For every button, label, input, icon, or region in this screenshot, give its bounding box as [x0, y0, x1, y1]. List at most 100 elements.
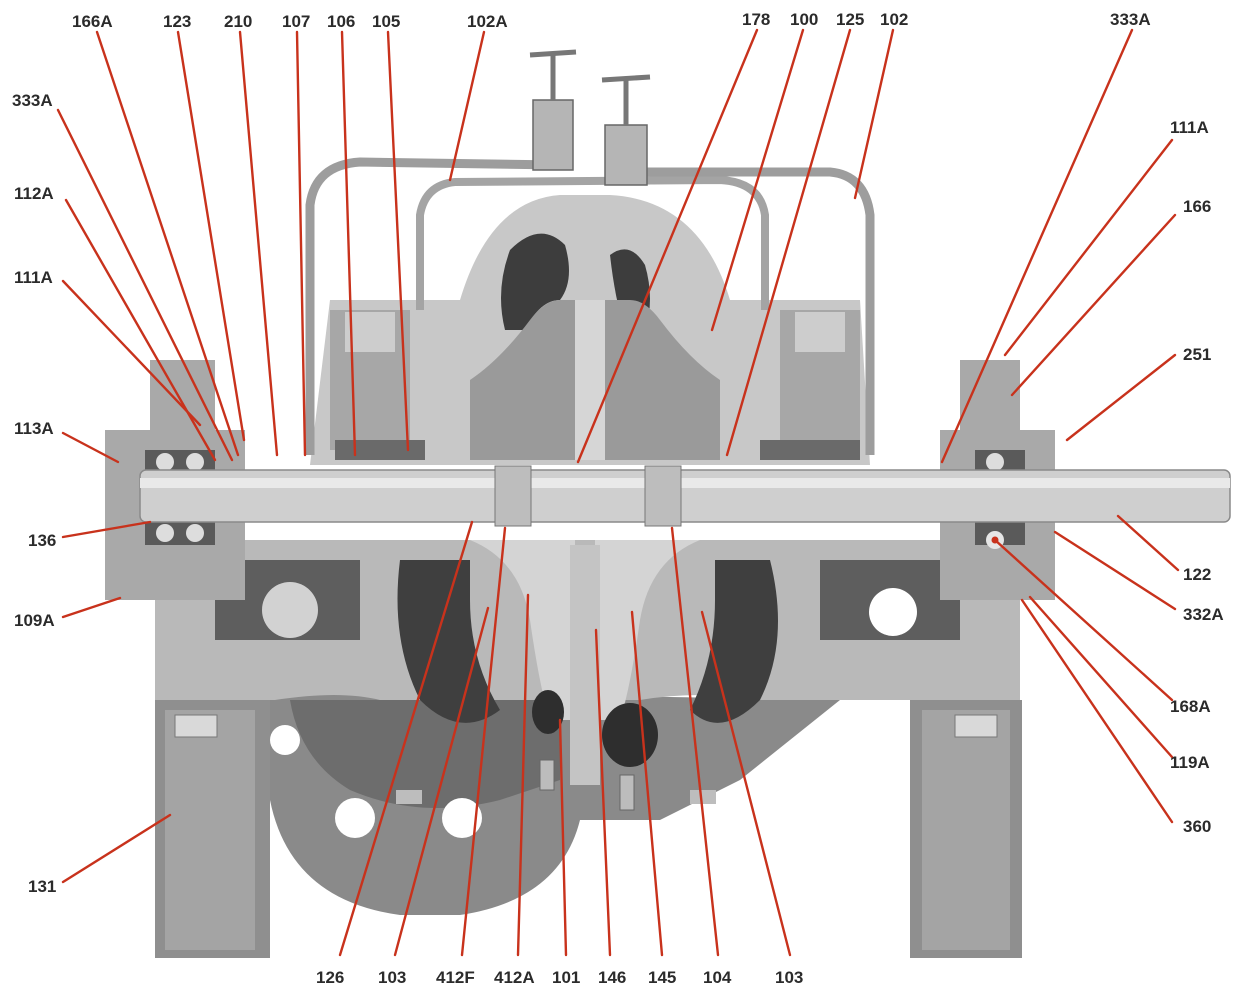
left-bearing-ball	[156, 524, 174, 542]
right-bearing-ball	[986, 453, 1004, 471]
label-122: 122	[1183, 565, 1211, 584]
leader-145	[630, 610, 664, 957]
vent-valve-handle	[601, 74, 651, 83]
label-107: 107	[282, 12, 310, 31]
label-100: 100	[790, 10, 818, 29]
label-166: 166	[1183, 197, 1211, 216]
label-101: 101	[552, 968, 580, 987]
label-119A: 119A	[1170, 753, 1210, 772]
leader-412A	[516, 593, 530, 957]
impeller-upper-left	[470, 300, 575, 460]
leader-107	[295, 30, 307, 457]
label-112A: 112A	[14, 184, 54, 203]
shaft	[139, 469, 1231, 523]
label-178: 178	[742, 10, 770, 29]
label-111A: 111A	[14, 268, 53, 287]
leader-125	[725, 28, 852, 457]
label-412F: 412F	[436, 968, 475, 987]
right-support-foot-face	[922, 710, 1010, 950]
label-412A: 412A	[494, 968, 535, 987]
volute-tongue-left	[532, 690, 564, 734]
label-146: 146	[598, 968, 626, 987]
leader-103-left	[393, 606, 490, 957]
label-103: 103	[378, 968, 406, 987]
leader-146	[594, 628, 612, 957]
seal-piping-left	[305, 157, 561, 455]
leader-136	[61, 520, 152, 539]
left-bearing-ball	[186, 524, 204, 542]
leader-168A	[993, 538, 1174, 702]
impeller-upper-right	[605, 300, 720, 460]
label-111A: 111A	[1170, 118, 1209, 137]
leader-113A	[61, 431, 120, 464]
shaft-sleeve-left	[494, 465, 532, 527]
leader-210	[238, 30, 279, 457]
leader-412F	[460, 526, 507, 957]
left-bearing-ball	[186, 453, 204, 471]
label-102A: 102A	[467, 12, 508, 31]
label-333A: 333A	[12, 91, 53, 110]
pump-illustration	[105, 49, 1231, 958]
leader-111A-left	[61, 279, 202, 427]
label-333A: 333A	[1110, 10, 1151, 29]
vent-valve-body	[604, 124, 648, 186]
flange-bolt-hole	[270, 725, 300, 755]
label-332A: 332A	[1183, 605, 1224, 624]
leader-332A	[1053, 530, 1177, 611]
label-106: 106	[327, 12, 355, 31]
label-131: 131	[28, 877, 56, 896]
leader-109A	[61, 596, 122, 619]
impeller-lower-right	[595, 540, 700, 720]
bottom-bolt	[539, 759, 555, 791]
label-166A: 166A	[72, 12, 113, 31]
leader-131	[61, 813, 172, 884]
left-port-opening	[262, 582, 318, 638]
label-126: 126	[316, 968, 344, 987]
bottom-bolt	[619, 774, 635, 811]
volute-tongue-right	[602, 703, 658, 767]
leader-104	[670, 526, 720, 957]
callout-labels: 166A 123 210 107 106 105 102A 178 100 12…	[12, 10, 1224, 987]
volute-passage-right	[690, 560, 778, 723]
leader-251	[1065, 353, 1177, 442]
label-251: 251	[1183, 345, 1211, 364]
leader-360	[1020, 598, 1174, 824]
leader-333A-left	[56, 108, 234, 462]
leader-119A	[1028, 595, 1174, 759]
drain-plug	[690, 790, 716, 804]
leader-166	[1010, 213, 1177, 397]
leader-103-right	[700, 610, 792, 957]
flange-bolt-hole	[335, 798, 375, 838]
leader-178	[576, 28, 759, 464]
label-125: 125	[836, 10, 864, 29]
vent-valve-body	[532, 99, 574, 171]
label-102: 102	[880, 10, 908, 29]
impeller-lower-left	[470, 540, 575, 720]
label-145: 145	[648, 968, 676, 987]
label-109A: 109A	[14, 611, 55, 630]
label-104: 104	[703, 968, 732, 987]
label-105: 105	[372, 12, 400, 31]
label-123: 123	[163, 12, 191, 31]
leader-126	[338, 520, 474, 957]
label-136: 136	[28, 531, 56, 550]
casing-center-rib	[570, 545, 600, 785]
shaft-sleeve-right	[644, 465, 682, 527]
suction-nozzle-inner	[290, 700, 560, 808]
label-113A: 113A	[14, 419, 54, 438]
drain-plug	[396, 790, 422, 804]
leader-100	[710, 28, 805, 332]
flange-bolt-hole	[442, 798, 482, 838]
label-103: 103	[775, 968, 803, 987]
left-support-foot-face	[165, 710, 255, 950]
left-gland	[345, 312, 395, 352]
leader-101	[558, 718, 568, 957]
right-port-opening	[869, 588, 917, 636]
leader-102A	[448, 30, 486, 182]
left-packing-rings	[335, 440, 425, 460]
leader-106	[340, 30, 357, 457]
leader-333A-right	[940, 28, 1134, 464]
right-foot-nut	[954, 714, 998, 738]
leader-105	[386, 30, 410, 452]
